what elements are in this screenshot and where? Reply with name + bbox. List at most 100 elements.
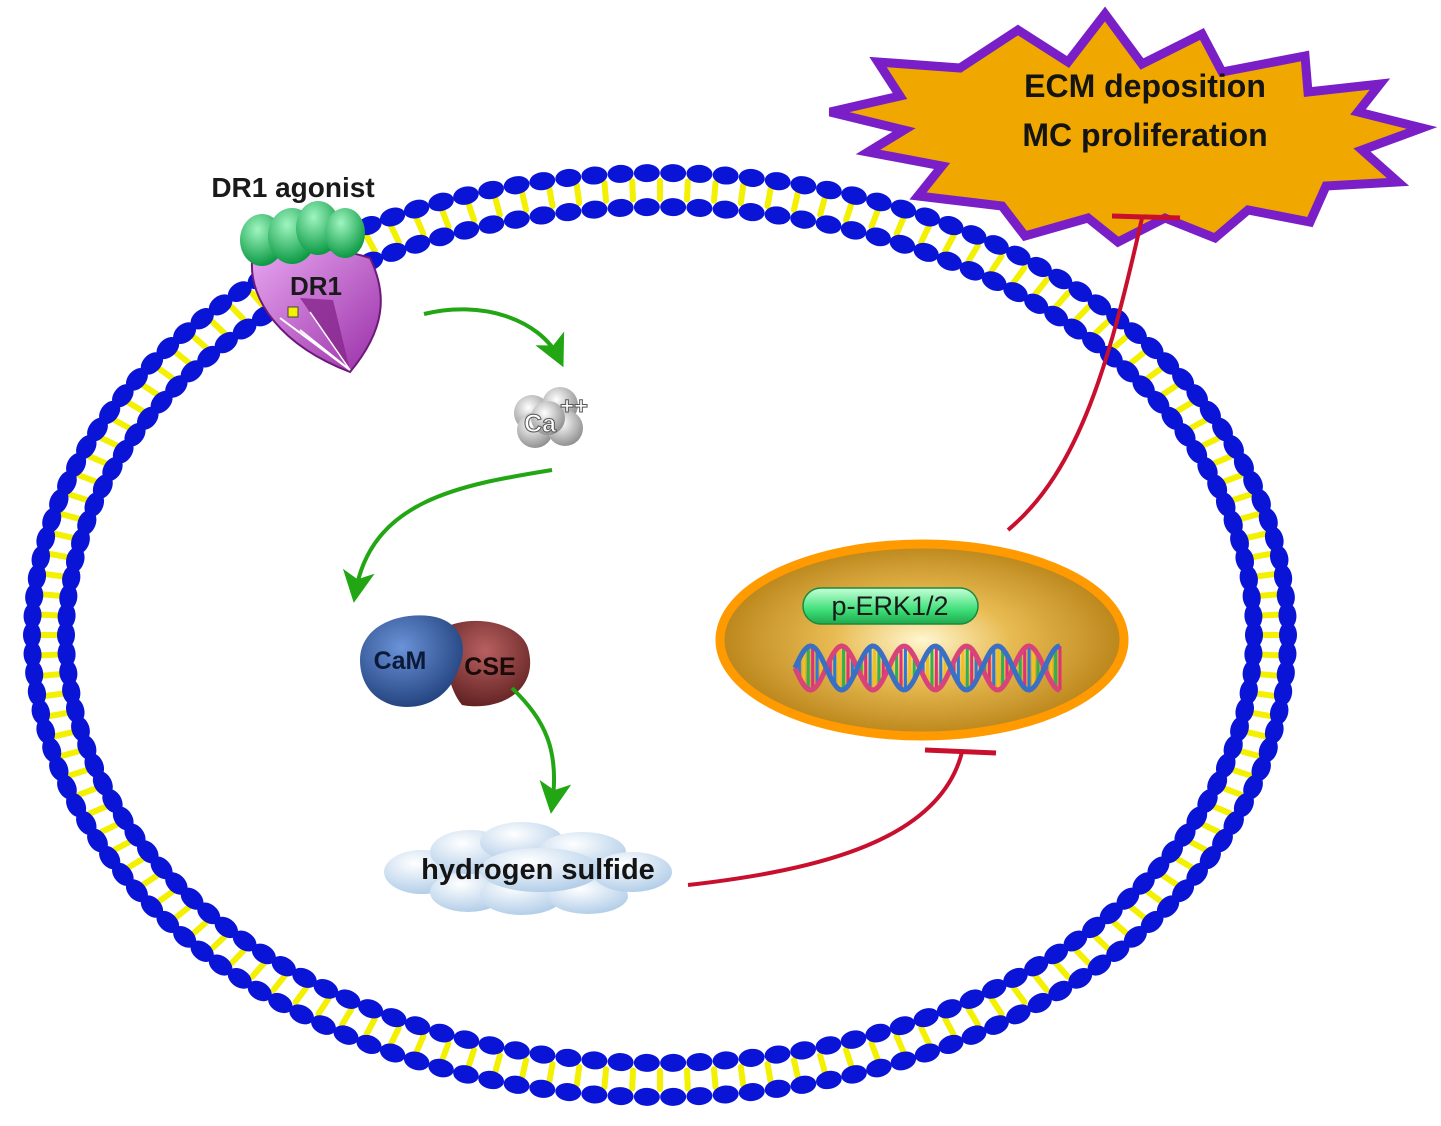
lipid-tail — [270, 972, 288, 993]
lipid-tail — [817, 1052, 828, 1076]
lipid-tail — [1053, 290, 1071, 310]
lipid-tail — [1253, 571, 1278, 580]
lipid-head — [313, 978, 339, 999]
lipid-tail — [764, 185, 774, 210]
lipid-head — [1132, 872, 1155, 895]
lipid-head — [866, 192, 892, 212]
lipid-tail — [139, 872, 161, 889]
lipid-head — [961, 225, 987, 245]
lipid-head — [124, 423, 146, 447]
lipid-head — [478, 215, 505, 234]
lipid-head — [889, 234, 916, 254]
lipid-head — [790, 1041, 817, 1060]
lipid-tail — [413, 214, 427, 238]
lipid-tail — [208, 933, 228, 952]
lipid-tail — [59, 511, 83, 523]
lipid-head — [712, 1051, 739, 1070]
cell-membrane — [23, 164, 1297, 1106]
lipid-head — [936, 251, 962, 271]
lipid-tail — [86, 453, 110, 467]
lipid-head — [140, 352, 164, 375]
lipid-head — [1068, 281, 1093, 303]
lipid-head — [173, 322, 197, 344]
inhibition-h2s-to-nucleus — [687, 747, 997, 887]
lipid-head — [790, 176, 817, 195]
lipid-tail — [710, 179, 719, 204]
lipid-tail — [1144, 365, 1165, 382]
lipid-head — [404, 1016, 431, 1036]
agonist-ligand-icon — [240, 201, 365, 266]
lipid-tail — [37, 651, 62, 659]
lipid-head — [478, 1036, 505, 1055]
calcium-charge: ++ — [560, 393, 588, 420]
lipid-head — [938, 1034, 964, 1055]
arrow-dr1-to-calcium — [423, 307, 565, 368]
lipid-tail — [363, 1015, 378, 1038]
lipid-tail — [139, 381, 161, 398]
lipid-head — [1003, 282, 1028, 303]
lipid-head — [981, 978, 1007, 999]
lipid-head — [165, 872, 188, 895]
lipid-tail — [1237, 747, 1261, 759]
lipid-tail — [124, 855, 147, 871]
lipid-tail — [1229, 766, 1253, 779]
lipid-head — [403, 1051, 430, 1071]
lipid-tail — [790, 189, 801, 213]
lipid-head — [914, 207, 941, 227]
lipid-head — [112, 384, 134, 408]
lipid-head — [31, 545, 51, 571]
lipid-tail — [190, 918, 210, 937]
lipid-head — [381, 242, 407, 262]
cam-label: CaM — [374, 647, 427, 675]
lipid-head — [356, 1034, 382, 1055]
lipid-head — [738, 1048, 765, 1067]
lipid-head — [381, 1008, 407, 1028]
lipid-head — [125, 367, 148, 391]
lipid-tail — [42, 571, 67, 580]
lipid-head — [1048, 268, 1073, 290]
lipid-head — [959, 261, 985, 281]
lipid-tail — [1127, 348, 1148, 367]
lipid-head — [1276, 660, 1295, 687]
lipid-head — [1116, 360, 1140, 383]
lipid-head — [214, 331, 238, 354]
lipid-tail — [363, 232, 378, 255]
lipid-head — [57, 603, 76, 630]
lipid-tail — [67, 766, 91, 779]
lipid-head — [607, 1053, 634, 1072]
lipid-tail — [1144, 888, 1165, 905]
lipid-head — [403, 199, 430, 219]
lipid-head — [156, 910, 180, 934]
lipid-head — [1140, 336, 1164, 360]
lipid-tail — [843, 1046, 855, 1070]
lipid-tail — [76, 785, 100, 798]
lipid-head — [190, 308, 214, 330]
lipid-head — [197, 345, 221, 368]
lipid-head — [1186, 384, 1208, 408]
h2s-label: hydrogen sulfide — [421, 854, 655, 886]
lipid-head — [890, 199, 917, 219]
receptor-icon: DR1 — [250, 247, 382, 374]
lipid-tail — [684, 178, 691, 203]
lipid-head — [961, 1025, 987, 1045]
lipid-tail — [942, 232, 957, 255]
lipid-head — [478, 1070, 504, 1090]
lipid-tail — [111, 416, 133, 432]
lipid-head — [1172, 367, 1195, 391]
lipid-head — [660, 1087, 687, 1106]
lipid-head — [660, 164, 687, 183]
lipid-head — [529, 206, 556, 225]
lipid-head — [1174, 823, 1196, 847]
lipid-head — [137, 840, 159, 864]
lipid-head — [712, 200, 739, 219]
lipid-head — [913, 242, 939, 262]
lipid-head — [57, 640, 76, 667]
lipid-head — [311, 1015, 336, 1035]
lipid-head — [1269, 545, 1289, 571]
lipid-head — [866, 1058, 892, 1078]
lipid-tail — [465, 200, 477, 224]
lipid-head — [1186, 862, 1208, 886]
lipid-head — [581, 1051, 608, 1070]
lipid-tail — [965, 242, 981, 264]
lipid-head — [232, 318, 257, 340]
